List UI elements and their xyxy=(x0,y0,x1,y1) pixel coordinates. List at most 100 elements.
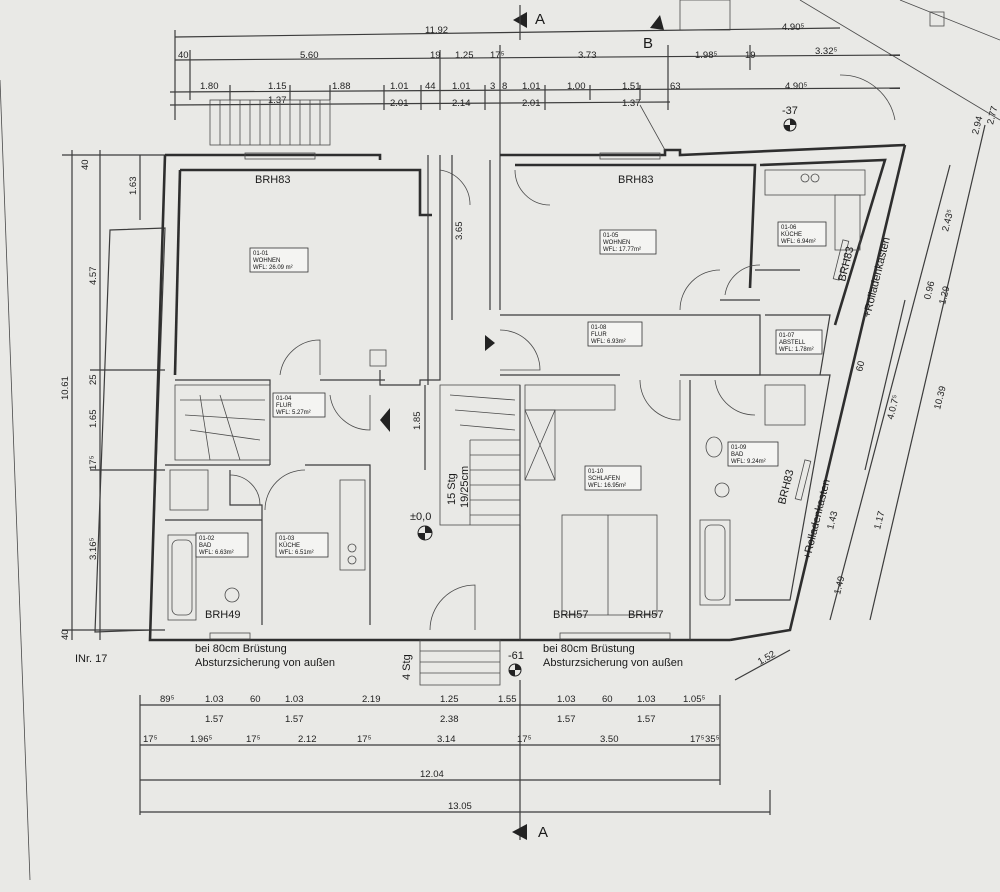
svg-text:3.50: 3.50 xyxy=(600,734,619,745)
dim-1-49: 1.49 xyxy=(832,575,847,596)
room-label-01-05: 01-05 WOHNEN WFL: 17.77m² xyxy=(599,229,657,255)
brh57-label-b: BRH57 xyxy=(628,609,663,621)
dim-1-37-a: 1.37 xyxy=(268,95,287,106)
svg-text:89⁵: 89⁵ xyxy=(160,694,175,705)
brh49-label: BRH49 xyxy=(205,609,240,621)
shower-left xyxy=(169,469,209,511)
dim-1-88: 1.88 xyxy=(332,81,351,92)
bathtub-right xyxy=(699,519,731,606)
entry-arrow xyxy=(485,335,495,351)
svg-text:1.03: 1.03 xyxy=(285,694,304,705)
dim-left-17: 17⁵ xyxy=(88,455,99,470)
svg-text:WFL: 6.63m²: WFL: 6.63m² xyxy=(199,550,234,556)
double-bed xyxy=(561,514,658,616)
dim-1-00: 1.00 xyxy=(567,81,586,92)
windows xyxy=(209,152,850,640)
svg-text:1.96⁵: 1.96⁵ xyxy=(190,734,212,745)
stairs-4-label: 4 Stg xyxy=(401,654,413,680)
dim-2-01-a: 2.01 xyxy=(390,98,409,109)
svg-text:01-01: 01-01 xyxy=(253,251,269,257)
dim-left-3-16: 3.16⁵ xyxy=(88,538,99,560)
brh83-label-d: BRH83 xyxy=(776,468,796,505)
dim-19-b: 19 xyxy=(745,50,756,61)
dim-63: 63 xyxy=(670,81,681,92)
dim-left-40-b: 40 xyxy=(60,629,71,640)
bottom-exterior-stairs xyxy=(419,639,501,686)
svg-text:3.14: 3.14 xyxy=(437,734,456,745)
dim-1-98: 1.98⁵ xyxy=(695,50,717,61)
svg-text:01-10: 01-10 xyxy=(588,469,604,475)
svg-text:KÜCHE: KÜCHE xyxy=(279,542,300,549)
room-label-01-10: 01-10 SCHLAFEN WFL: 16.95m² xyxy=(584,465,642,491)
dim-1-17: 1.17 xyxy=(872,510,887,531)
dim-left-4-57: 4.57 xyxy=(88,267,99,286)
dim-3-65: 3.65 xyxy=(454,222,465,241)
dim-1-80: 1.80 xyxy=(200,81,219,92)
dim-1-01-c: 1.01 xyxy=(522,81,541,92)
svg-text:01-05: 01-05 xyxy=(603,233,619,239)
brh57-label-a: BRH57 xyxy=(553,609,588,621)
svg-text:17⁵: 17⁵ xyxy=(690,734,705,745)
svg-text:01-07: 01-07 xyxy=(779,333,795,339)
level-61-label: -61 xyxy=(508,650,524,662)
dim-2-01-b: 2.01 xyxy=(522,98,541,109)
dim-2-94: 2.94 xyxy=(970,115,985,136)
svg-text:01-04: 01-04 xyxy=(276,396,292,402)
level-0-label: ±0,0 xyxy=(410,511,431,523)
svg-text:WOHNEN: WOHNEN xyxy=(603,240,630,246)
absturz-note-2: Absturzsicherung von außen xyxy=(543,657,683,669)
dim-5-60: 5.60 xyxy=(300,50,319,61)
dim-3-73: 3.73 xyxy=(578,50,597,61)
svg-text:ABSTELL: ABSTELL xyxy=(779,340,806,346)
svg-text:FLUR: FLUR xyxy=(276,403,292,409)
svg-text:1.57: 1.57 xyxy=(205,714,224,725)
svg-text:2.12: 2.12 xyxy=(298,734,317,745)
stairs-19-25-label: 19/25cm xyxy=(459,466,471,508)
dim-1-43: 1.43 xyxy=(825,510,840,531)
svg-text:1.57: 1.57 xyxy=(637,714,656,725)
section-a-top-label: A xyxy=(535,11,545,28)
dim-40: 40 xyxy=(178,50,189,61)
top-dimension-texts: 11.92 4.90⁵ 40 5.60 19 1.25 17⁵ 3.73 1.9… xyxy=(178,22,837,109)
dim-1-01-a: 1.01 xyxy=(390,81,409,92)
dim-3-32: 3.32⁵ xyxy=(815,46,837,57)
dim-8: 8 xyxy=(502,81,507,92)
svg-text:WFL: 6.51m²: WFL: 6.51m² xyxy=(279,550,314,556)
dim-4-90-a: 4.90⁵ xyxy=(782,22,804,33)
dim-1-85: 1.85 xyxy=(412,412,423,431)
svg-text:17⁵: 17⁵ xyxy=(143,734,158,745)
bathtub-left xyxy=(167,534,197,621)
svg-text:1.03: 1.03 xyxy=(205,694,224,705)
section-marker-a-bottom: A xyxy=(512,824,548,841)
toilet-right xyxy=(714,482,730,498)
room-label-01-04: 01-04 FLUR WFL: 5.27m² xyxy=(272,392,326,418)
room-label-01-06: 01-06 KÜCHE WFL: 6.94m² xyxy=(777,221,827,247)
dim-1-15: 1.15 xyxy=(268,81,287,92)
svg-text:1.57: 1.57 xyxy=(285,714,304,725)
kitchen-counter-left xyxy=(339,479,366,571)
dim-2-77: 2.77 xyxy=(985,105,1000,126)
inr-label: INr. 17 xyxy=(75,653,107,665)
room-label-01-08: 01-08 FLUR WFL: 6.93m² xyxy=(587,321,643,347)
dim-19-a: 19 xyxy=(430,50,441,61)
room-label-01-07: 01-07 ABSTELL WFL: 1.78m² xyxy=(775,329,823,355)
brh83-label-b: BRH83 xyxy=(618,174,653,186)
svg-text:WFL: 6.94m²: WFL: 6.94m² xyxy=(781,239,816,245)
room-label-01-03: 01-03 KÜCHE WFL: 6.51m² xyxy=(275,532,329,558)
kitchen-counter-right xyxy=(764,169,866,196)
dim-1-29: 1.29 xyxy=(937,285,952,306)
interior-staircase xyxy=(439,384,521,526)
paper-edge-line xyxy=(0,79,31,881)
absturz-note-1: Absturzsicherung von außen xyxy=(195,657,335,669)
dim-1-01-b: 1.01 xyxy=(452,81,471,92)
svg-text:WFL: 6.93m²: WFL: 6.93m² xyxy=(591,339,626,345)
svg-text:01-03: 01-03 xyxy=(279,536,295,542)
svg-text:2.19: 2.19 xyxy=(362,694,381,705)
svg-text:1.25: 1.25 xyxy=(440,694,459,705)
room-label-01-09: 01-09 BAD WFL: 9.24m² xyxy=(727,441,779,467)
level-marker-61: -61 xyxy=(508,650,524,677)
balcony-strip xyxy=(94,227,166,633)
svg-text:1.57: 1.57 xyxy=(557,714,576,725)
dim-left-1-63: 1.63 xyxy=(128,177,139,196)
